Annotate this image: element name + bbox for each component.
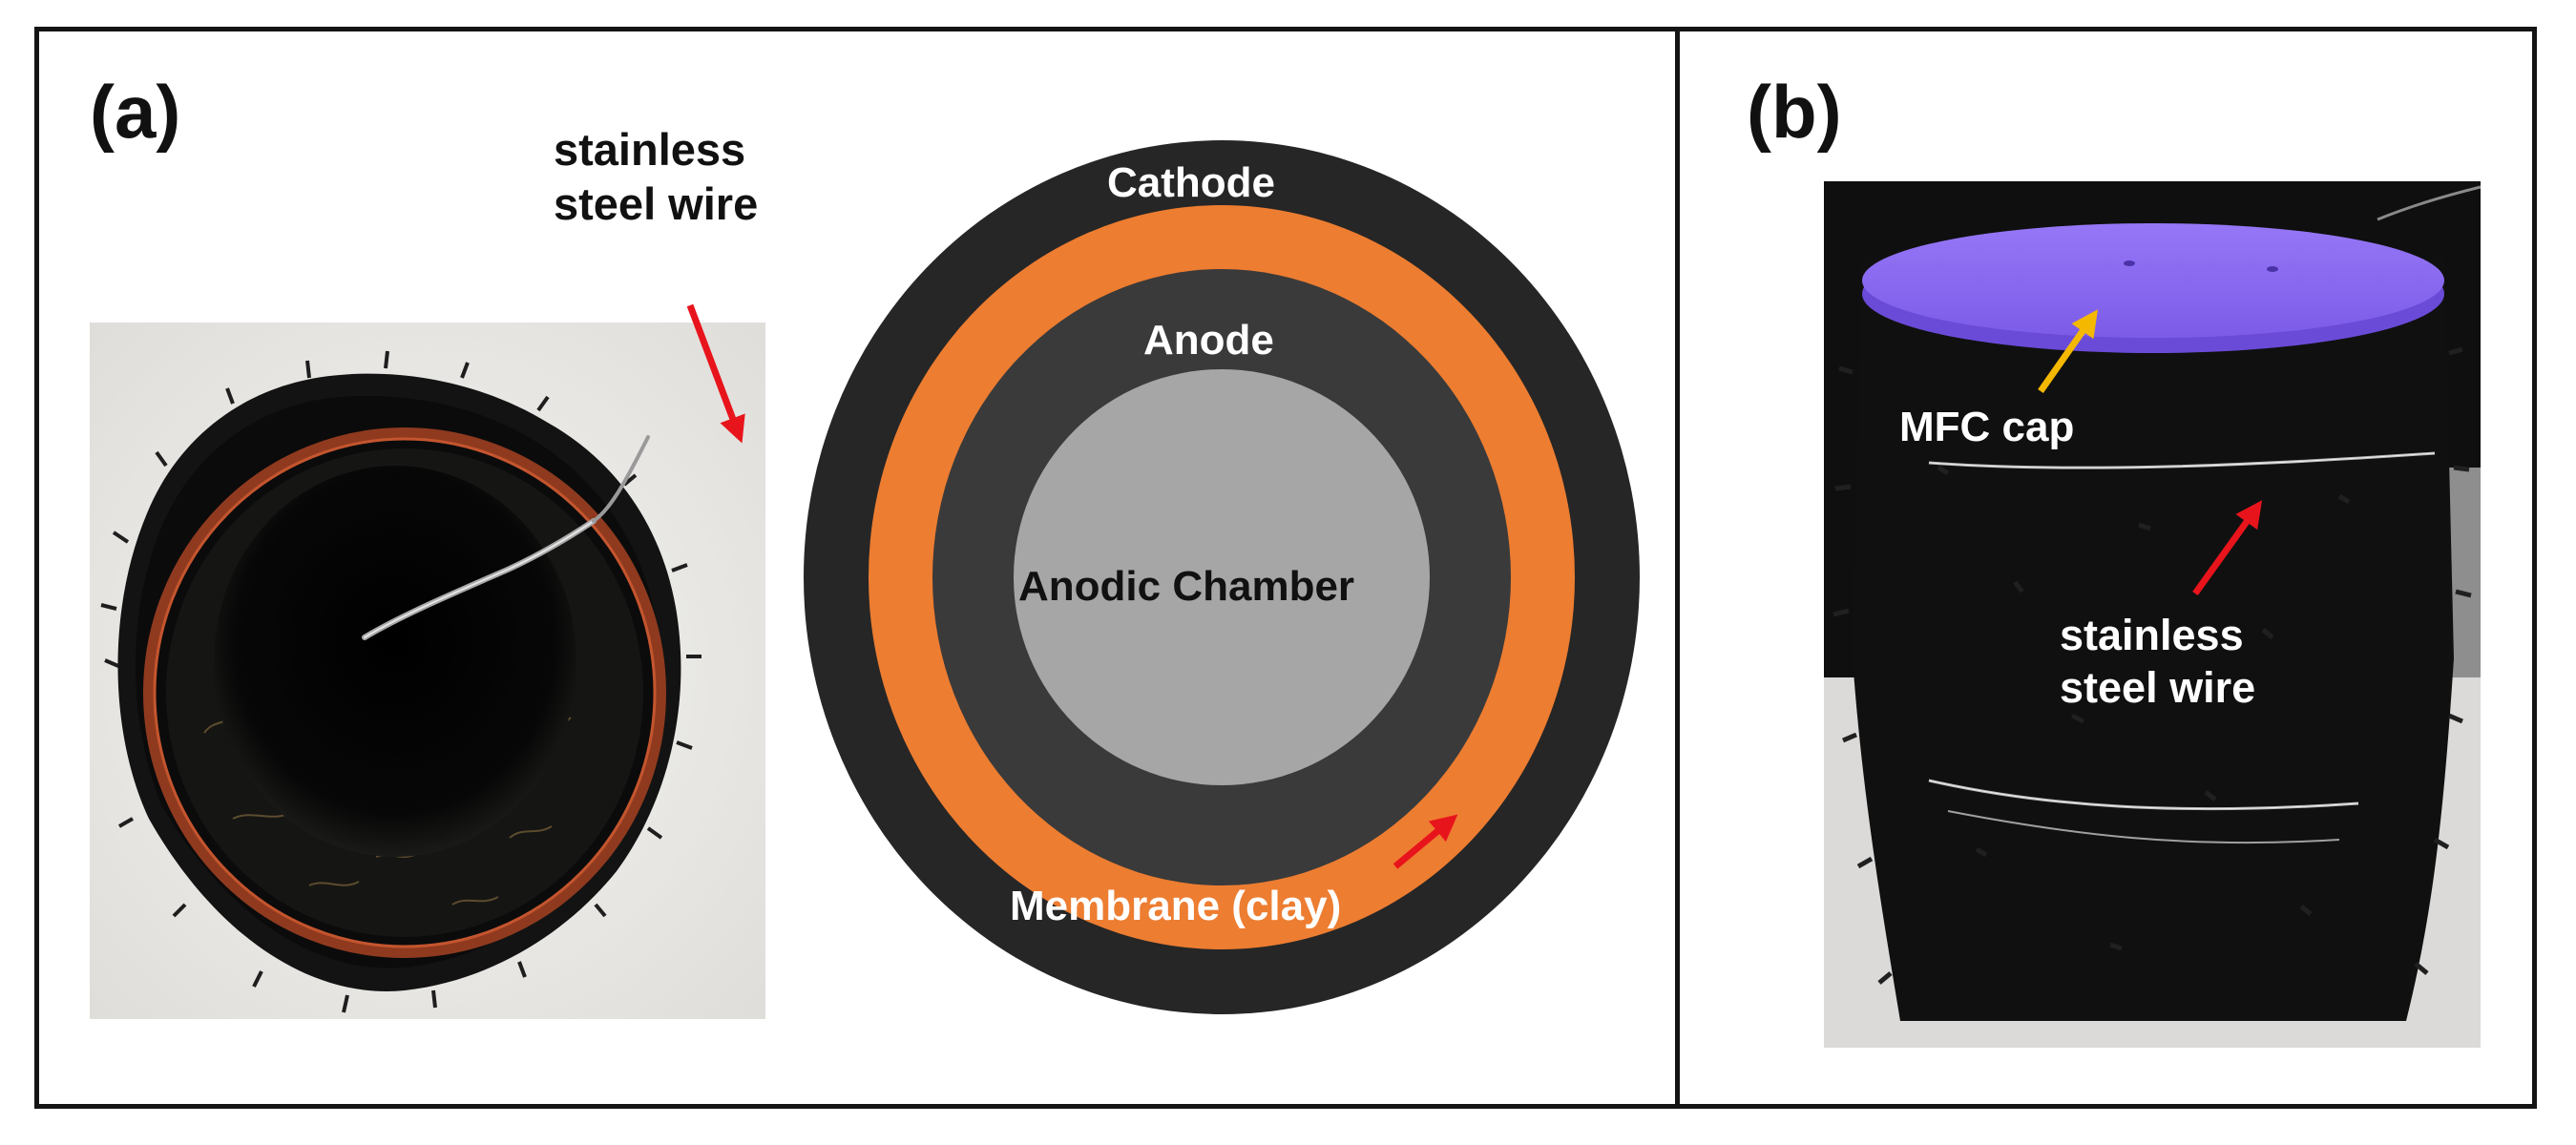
anodic-chamber-label: Anodic Chamber xyxy=(1018,563,1355,610)
photo-a-wire-label: stainless steel wire xyxy=(554,122,758,232)
membrane-label: Membrane (clay) xyxy=(1010,883,1342,929)
panel-divider xyxy=(1675,27,1680,1109)
panel-b-wire-label: stainless steel wire xyxy=(2060,610,2255,715)
anodic-chamber xyxy=(1014,369,1430,785)
photo-tubular-mfc-top-view xyxy=(90,323,765,1019)
wire-label-line-1: stainless xyxy=(554,124,746,175)
cathode-label: Cathode xyxy=(1107,159,1275,206)
mfc-cap-label: MFC cap xyxy=(1899,404,2075,450)
photo-mfc-side-view xyxy=(1824,181,2481,1048)
wire-label-b-line-2: steel wire xyxy=(2060,662,2256,712)
mfc-cross-section-diagram xyxy=(804,140,1640,1014)
anode-label: Anode xyxy=(1143,317,1274,364)
panel-a-label: (a) xyxy=(90,70,181,154)
wire-label-line-2: steel wire xyxy=(554,178,759,230)
panel-b-label: (b) xyxy=(1747,70,1842,154)
figure-frame xyxy=(34,27,2537,1109)
wire-label-b-line-1: stainless xyxy=(2060,611,2244,659)
